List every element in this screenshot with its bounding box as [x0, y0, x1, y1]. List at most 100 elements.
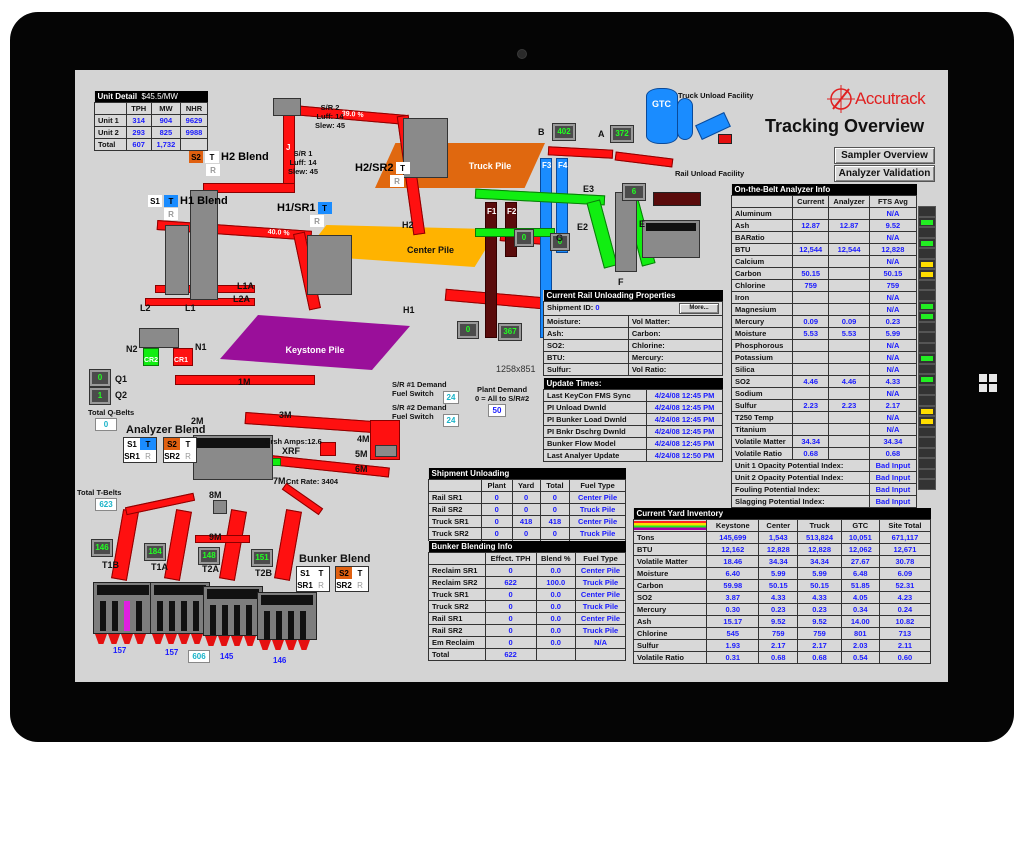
belt-e2[interactable] — [586, 199, 618, 269]
trend-sparkline[interactable] — [918, 342, 936, 353]
trend-sparkline[interactable] — [918, 458, 936, 469]
bunker-1[interactable] — [93, 582, 153, 634]
trend-sparkline[interactable] — [918, 258, 936, 269]
feeder[interactable] — [191, 634, 203, 644]
analyzer-blend-selector-2[interactable]: S2 T SR2 R — [163, 437, 197, 463]
sel-r[interactable]: R — [185, 451, 191, 461]
feeder[interactable] — [285, 640, 297, 650]
feeder[interactable] — [231, 636, 243, 646]
belt-1m[interactable] — [175, 375, 315, 385]
sr2-demand-input[interactable]: 24 — [443, 414, 459, 427]
bunker-blend-selector-2[interactable]: S2 T SR2 R — [335, 566, 369, 592]
trend-sparkline[interactable] — [918, 300, 936, 311]
feeder[interactable] — [134, 634, 146, 644]
sel-r[interactable]: R — [318, 580, 324, 590]
trend-sparkline[interactable] — [918, 468, 936, 479]
feeder[interactable] — [244, 636, 256, 646]
belt-t1a[interactable] — [164, 509, 192, 581]
sel-t[interactable]: T — [140, 438, 156, 450]
sel-r[interactable]: R — [145, 451, 151, 461]
feeder[interactable] — [121, 634, 133, 644]
trend-sparkline[interactable] — [918, 206, 936, 217]
trend-sparkline[interactable] — [918, 395, 936, 406]
trend-sparkline[interactable] — [918, 311, 936, 322]
h1-blend-t[interactable]: T — [164, 195, 178, 207]
sel-t[interactable]: T — [185, 439, 191, 449]
trend-sparkline[interactable] — [918, 374, 936, 385]
more-button[interactable]: More... — [679, 303, 719, 314]
h1-sr1-r[interactable]: R — [310, 215, 324, 227]
h1-sr1-t[interactable]: T — [317, 202, 332, 214]
trend-sparkline[interactable] — [918, 353, 936, 364]
trend-sparkline[interactable] — [918, 237, 936, 248]
sampler-overview-button[interactable]: Sampler Overview — [834, 147, 935, 164]
h2-sr2-r[interactable]: R — [390, 175, 404, 187]
analyzer-validation-button[interactable]: Analyzer Validation — [834, 165, 935, 182]
h2-blend-r[interactable]: R — [206, 164, 220, 176]
h2-sr2-t[interactable]: T — [395, 162, 410, 174]
belt-f1[interactable]: F1 — [485, 202, 497, 338]
h1-blend-s[interactable]: S1 — [148, 195, 162, 207]
trend-sparkline[interactable] — [918, 426, 936, 437]
bunker-4[interactable] — [257, 592, 317, 641]
feeder[interactable] — [95, 634, 107, 644]
belt-t2a[interactable] — [219, 509, 247, 581]
belt-t1b[interactable] — [111, 509, 139, 581]
sel-t[interactable]: T — [357, 568, 363, 578]
feeder[interactable] — [298, 640, 310, 650]
bunker-2[interactable] — [150, 582, 210, 634]
feeder[interactable] — [272, 640, 284, 650]
trend-sparkline[interactable] — [918, 332, 936, 343]
trend-sparkline[interactable] — [918, 248, 936, 259]
belt-f4[interactable]: F4 — [556, 158, 568, 253]
trend-sparkline[interactable] — [918, 216, 936, 227]
bunker-3[interactable] — [203, 586, 263, 636]
h2-blend-s[interactable]: S2 — [189, 151, 203, 163]
sel-sr1[interactable]: SR1 — [124, 451, 140, 461]
trend-sparkline[interactable] — [918, 290, 936, 301]
sr1-demand-input[interactable]: 24 — [443, 391, 459, 404]
xrf-analyzer[interactable] — [320, 442, 336, 456]
bunker-blend-selector-1[interactable]: S1 T SR1 R — [296, 566, 330, 592]
sel-t[interactable]: T — [318, 568, 324, 578]
sel-sr2[interactable]: SR2 — [336, 580, 352, 590]
trend-sparkline[interactable] — [918, 479, 936, 490]
feeder[interactable] — [152, 634, 164, 644]
sel-sr2[interactable]: SR2 — [164, 451, 180, 461]
trend-sparkline[interactable] — [918, 416, 936, 427]
trend-sparkline[interactable] — [918, 227, 936, 238]
trend-sparkline[interactable] — [918, 321, 936, 332]
windows-logo-icon[interactable] — [979, 374, 997, 392]
keystone-pile[interactable]: Keystone Pile — [220, 315, 410, 370]
sel-r[interactable]: R — [357, 580, 363, 590]
sel-s1[interactable]: S1 — [300, 568, 310, 578]
diverter-8m[interactable] — [213, 500, 227, 514]
trend-sparkline[interactable] — [918, 437, 936, 448]
feeder[interactable] — [108, 634, 120, 644]
belt-b[interactable] — [547, 146, 614, 159]
sel-s2[interactable]: S2 — [164, 438, 180, 450]
crusher-cr2[interactable]: CR2 — [143, 348, 159, 366]
crusher-cr1[interactable]: CR1 — [173, 348, 193, 366]
sel-s1[interactable]: S1 — [127, 439, 137, 449]
feeder[interactable] — [218, 636, 230, 646]
feeder[interactable] — [165, 634, 177, 644]
feeder[interactable] — [259, 640, 271, 650]
sel-s2[interactable]: S2 — [336, 567, 352, 579]
feeder[interactable] — [205, 636, 217, 646]
sel-sr1[interactable]: SR1 — [297, 580, 313, 590]
trend-sparkline[interactable] — [918, 269, 936, 280]
belt-h2[interactable] — [203, 183, 295, 193]
belt-9m[interactable] — [195, 535, 250, 543]
gtc-silo[interactable]: GTC — [646, 88, 678, 144]
h2-blend-t[interactable]: T — [205, 151, 219, 163]
trend-sparkline[interactable] — [918, 279, 936, 290]
feeder[interactable] — [178, 634, 190, 644]
trend-sparkline[interactable] — [918, 447, 936, 458]
h1-blend-r[interactable]: R — [164, 208, 178, 220]
belt-a[interactable] — [614, 151, 674, 168]
trend-sparkline[interactable] — [918, 363, 936, 374]
trend-sparkline[interactable] — [918, 384, 936, 395]
plant-demand-input[interactable]: 50 — [488, 404, 506, 417]
